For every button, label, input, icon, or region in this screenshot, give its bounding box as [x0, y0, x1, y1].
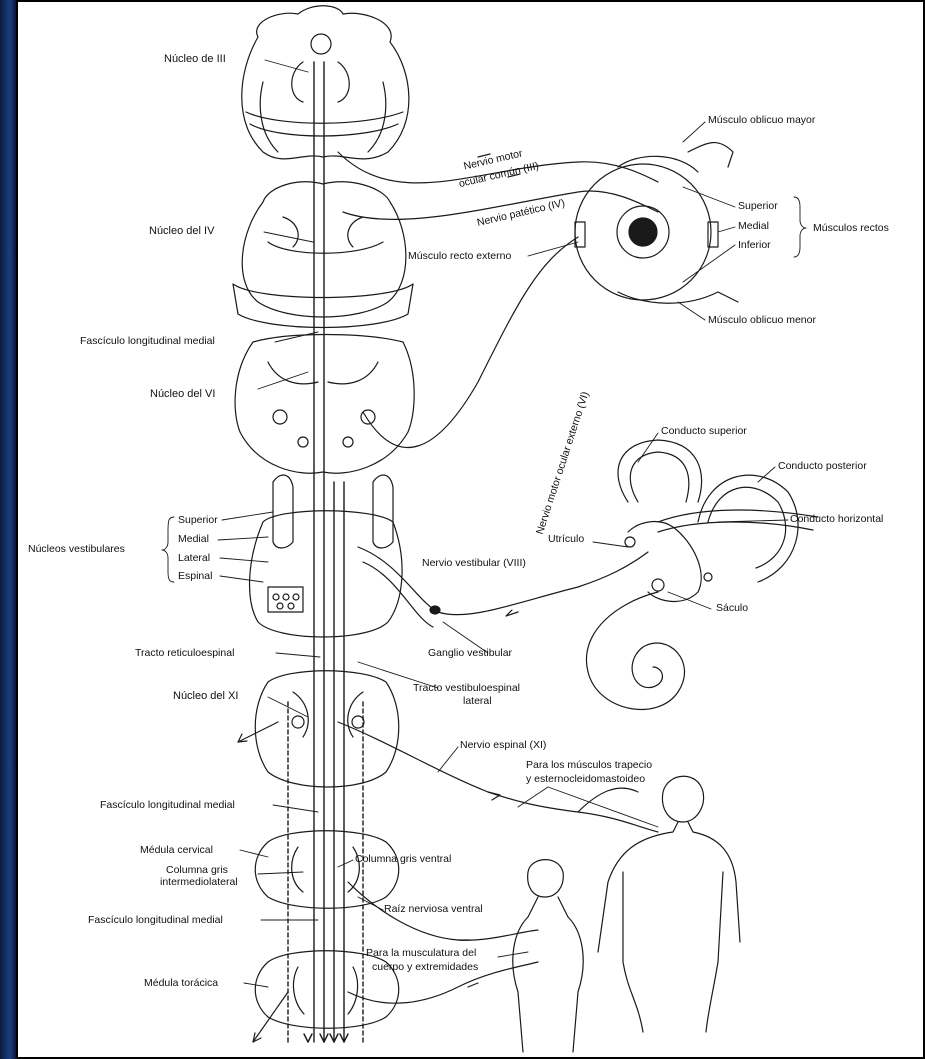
label-nucleo-vi: Núcleo del VI [150, 388, 215, 400]
label-tracto-vestibuloespinal-2: lateral [463, 695, 492, 707]
central-tracts [288, 62, 363, 1042]
label-trapecio-1: Para los músculos trapecio [526, 759, 652, 771]
label-utriculo: Utrículo [548, 533, 584, 545]
label-trapecio-2: y esternocleidomastoideo [526, 773, 645, 785]
label-nervio-vestibular: Nervio vestibular (VIII) [422, 557, 526, 569]
label-conducto-superior: Conducto superior [661, 425, 747, 437]
label-conducto-posterior: Conducto posterior [778, 460, 867, 472]
label-recto-medial: Medial [738, 220, 769, 232]
label-nucleo-xi: Núcleo del XI [173, 690, 238, 702]
label-musculo-oblicuo-mayor: Músculo oblicuo mayor [708, 114, 815, 126]
label-raiz-nerviosa-ventral: Raíz nerviosa ventral [384, 903, 483, 915]
human-figure-large [598, 776, 740, 1032]
label-vest-lateral: Lateral [178, 552, 210, 564]
cervical-upper-section [255, 671, 399, 787]
label-nucleo-iv: Núcleo del IV [149, 225, 214, 237]
labyrinth [586, 440, 818, 709]
label-columna-gris-2: intermediolateral [160, 876, 238, 888]
medulla-section [250, 475, 403, 637]
label-nucleo-iii: Núcleo de III [164, 53, 226, 65]
label-vest-espinal: Espinal [178, 570, 212, 582]
anatomy-figure: Núcleo de III Núcleo del IV Fascículo lo… [18, 2, 923, 1057]
label-columna-gris-ventral: Columna gris ventral [355, 853, 451, 865]
label-vest-superior: Superior [178, 514, 218, 526]
label-medula-toracica: Médula torácica [144, 977, 218, 989]
label-flm-1: Fascículo longitudinal medial [80, 335, 215, 347]
label-recto-superior: Superior [738, 200, 778, 212]
label-musculatura-1: Para la musculatura del [366, 947, 476, 959]
label-musculo-oblicuo-menor: Músculo oblicuo menor [708, 314, 816, 326]
label-tracto-vestibuloespinal-1: Tracto vestibuloespinal [413, 682, 520, 694]
label-nervio-espinal: Nervio espinal (XI) [460, 739, 546, 751]
label-nucleos-vestibulares: Núcleos vestibulares [28, 543, 125, 555]
label-ganglio-vestibular: Ganglio vestibular [428, 647, 512, 659]
label-vest-medial: Medial [178, 533, 209, 545]
label-saculo: Sáculo [716, 602, 748, 614]
label-conducto-horizontal: Conducto horizontal [790, 513, 883, 525]
label-musculo-recto-externo: Músculo recto externo [408, 250, 511, 262]
human-figure-small [513, 860, 583, 1052]
cervical-cord-section [255, 831, 399, 909]
label-recto-inferior: Inferior [738, 239, 771, 251]
label-flm-3: Fascículo longitudinal medial [88, 914, 223, 926]
label-medula-cervical: Médula cervical [140, 844, 213, 856]
label-columna-gris-1: Columna gris [166, 864, 228, 876]
label-flm-2: Fascículo longitudinal medial [100, 799, 235, 811]
label-musculatura-2: cuerpo y extremidades [372, 961, 478, 973]
pons-upper-section [233, 182, 413, 328]
label-tracto-reticuloespinal: Tracto reticuloespinal [135, 647, 234, 659]
label-musculos-rectos: Músculos rectos [813, 222, 889, 234]
eyeball [575, 143, 738, 304]
midbrain-section [242, 6, 409, 159]
